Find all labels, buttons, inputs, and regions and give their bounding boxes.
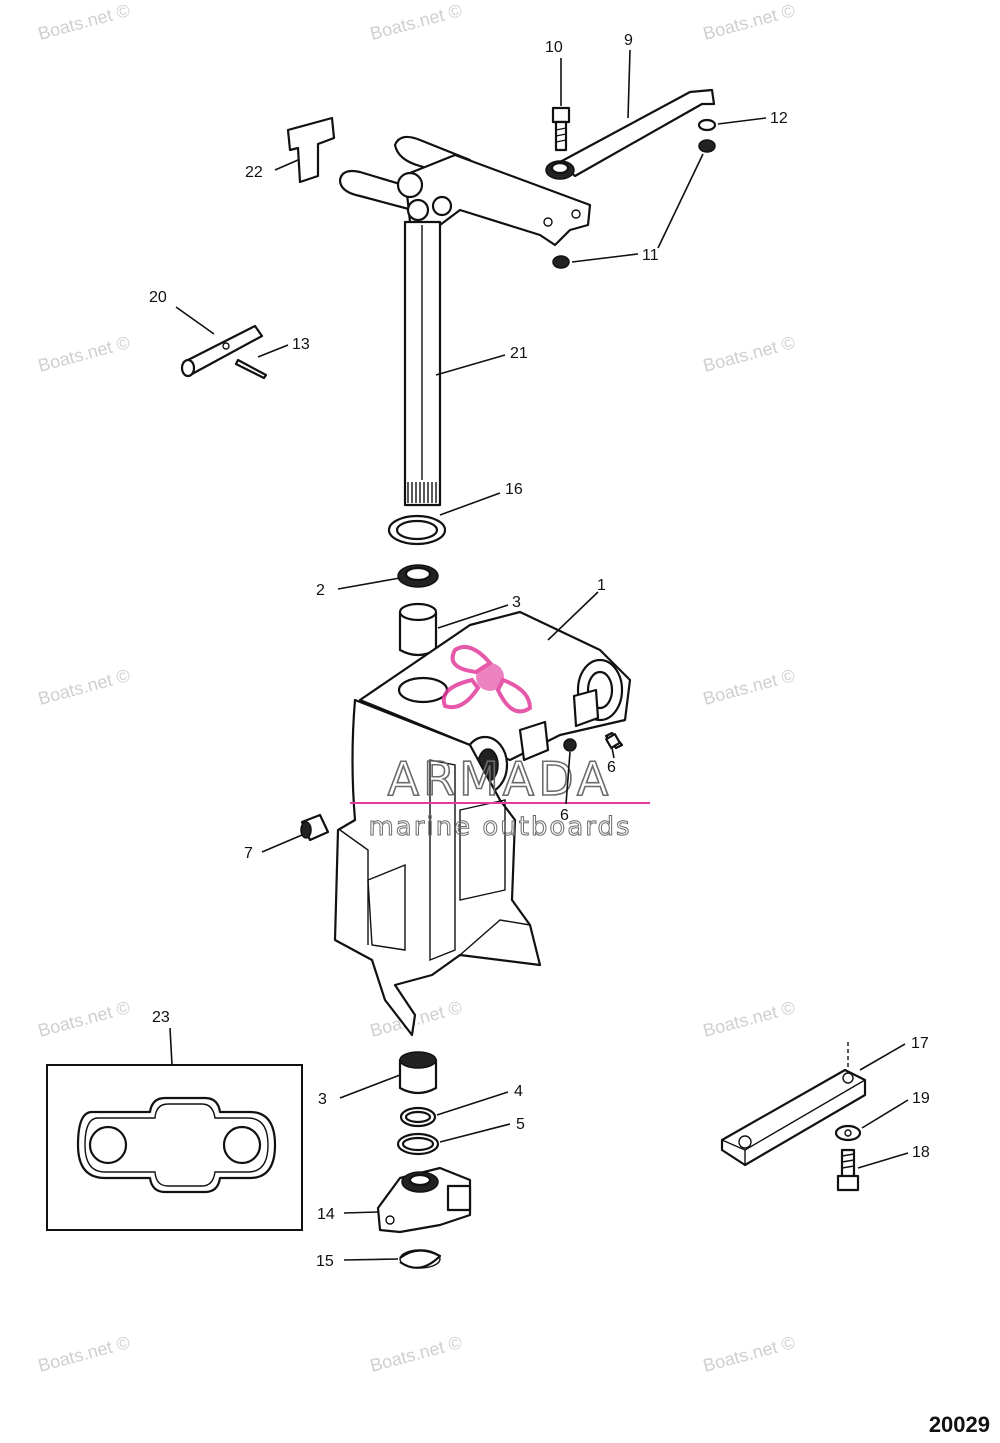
callout-6-bolt: 6 — [607, 759, 616, 776]
callout-9: 9 — [624, 32, 633, 49]
leader-lines — [169, 49, 909, 1261]
watermark: Boats.net © — [701, 332, 797, 376]
watermark: Boats.net © — [368, 997, 464, 1041]
shaft-spline — [407, 482, 437, 503]
part-7-bushing — [300, 813, 330, 842]
part-22-bracket — [286, 116, 336, 184]
part-23-gasket-box — [46, 1064, 303, 1231]
callouts: 1 2 3 3 4 5 6 6 7 9 10 11 12 13 14 15 16… — [149, 32, 930, 1270]
callout-7: 7 — [244, 845, 253, 862]
callout-2: 2 — [316, 582, 325, 599]
watermark: Boats.net © — [36, 1332, 132, 1376]
callout-5: 5 — [516, 1116, 525, 1133]
watermark: Boats.net © — [368, 1332, 464, 1376]
part-6-nut — [563, 738, 577, 752]
part-9-link-rod — [545, 88, 716, 180]
watermark: Boats.net © — [36, 997, 132, 1041]
callout-1: 1 — [597, 577, 606, 594]
part-5-o-ring — [396, 1132, 440, 1156]
callout-20: 20 — [149, 289, 167, 306]
part-20-pin — [180, 324, 264, 378]
callout-13: 13 — [292, 336, 310, 353]
callout-15: 15 — [316, 1253, 334, 1270]
armada-logo: ARMADA marine outboards — [350, 645, 650, 843]
part-1-swivel-bracket — [333, 610, 632, 1037]
watermark: Boats.net © — [701, 997, 797, 1041]
watermark: Boats.net © — [368, 0, 464, 44]
callout-22: 22 — [245, 164, 263, 181]
part-11-nut-lower — [552, 255, 570, 269]
part-14-lower-yoke — [376, 1166, 472, 1234]
callout-21: 21 — [510, 345, 528, 362]
callout-14: 14 — [317, 1206, 335, 1223]
callout-11: 11 — [642, 247, 659, 264]
part-3-bushing-upper — [398, 602, 438, 657]
callout-18: 18 — [912, 1144, 930, 1161]
watermark: Boats.net © — [701, 665, 797, 709]
callout-19: 19 — [912, 1090, 930, 1107]
brand-tagline: marine outboards — [368, 812, 631, 842]
watermark: Boats.net © — [36, 0, 132, 44]
part-21-steering-shaft — [338, 135, 592, 507]
callout-16: 16 — [505, 481, 523, 498]
part-15-snap-ring — [399, 1249, 442, 1269]
part-19-washer — [834, 1124, 862, 1142]
part-6-bolt — [604, 731, 624, 750]
watermark: Boats.net © — [701, 1332, 797, 1376]
figure-number: 20029 — [929, 1412, 990, 1437]
watermark: Boats.net © — [701, 0, 797, 44]
part-11-nut-upper — [698, 139, 716, 153]
part-13-cotter-pin — [234, 358, 268, 380]
callout-17: 17 — [911, 1035, 929, 1052]
brand-name: ARMADA — [388, 752, 613, 806]
propeller-logo-icon — [441, 645, 533, 714]
watermark: Boats.net © — [36, 332, 132, 376]
callout-3-upper: 3 — [512, 594, 521, 611]
callout-23: 23 — [152, 1009, 170, 1026]
part-16-washer — [387, 514, 447, 546]
callout-6-nut: 6 — [560, 807, 569, 824]
part-10-bolt — [551, 106, 571, 152]
part-17-plate — [720, 1042, 867, 1167]
part-2-seal — [397, 564, 439, 588]
callout-10: 10 — [545, 39, 563, 56]
callout-4: 4 — [514, 1083, 523, 1100]
callout-12: 12 — [770, 110, 788, 127]
part-4-washer — [399, 1106, 437, 1128]
part-12-washer — [697, 118, 717, 132]
callout-3-lower: 3 — [318, 1091, 327, 1108]
watermark: Boats.net © — [36, 665, 132, 709]
part-3-bushing-lower — [398, 1051, 438, 1095]
part-18-bolt — [836, 1148, 860, 1192]
